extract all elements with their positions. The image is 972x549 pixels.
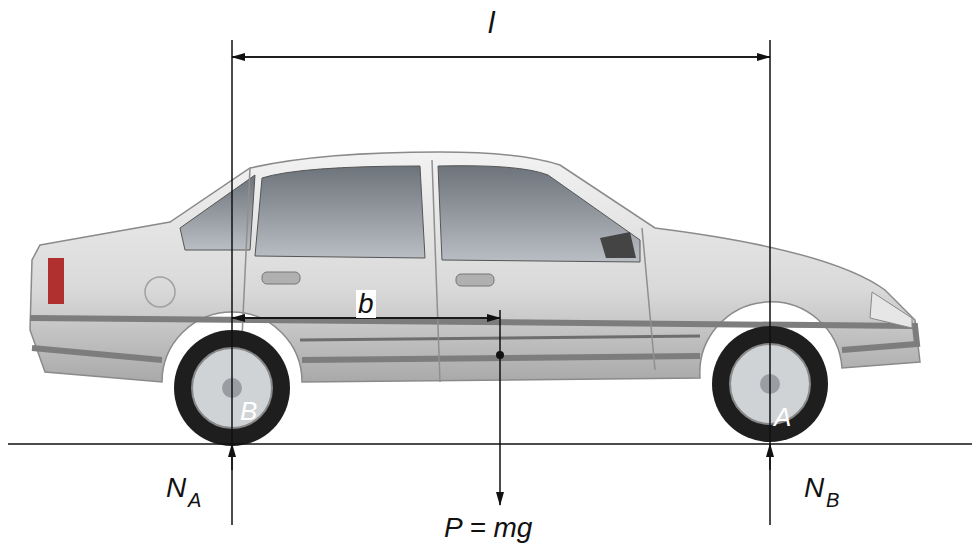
force-subscript: B (826, 490, 839, 510)
force-label: N (166, 474, 186, 502)
force-label: N (804, 474, 824, 502)
point-label: A (774, 404, 791, 430)
dimension-label: b (356, 290, 376, 318)
force-label: P = mg (444, 514, 532, 542)
dimension-label: l (486, 8, 497, 38)
point-label: B (240, 398, 257, 424)
force-subscript: A (188, 490, 201, 510)
